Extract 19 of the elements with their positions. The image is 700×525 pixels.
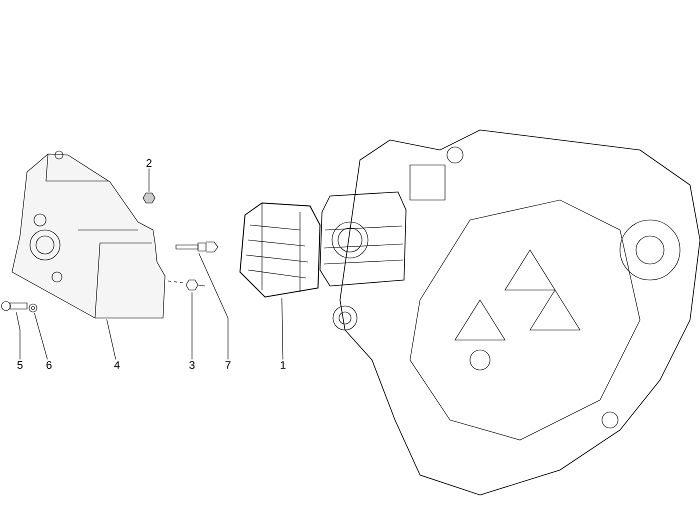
leader-line	[106, 319, 116, 360]
leader-line	[148, 168, 150, 192]
nut-drawing	[142, 192, 156, 204]
washer-drawing	[28, 304, 38, 312]
callout-number: 7	[226, 361, 231, 369]
leader-line	[16, 312, 20, 360]
callout-number: 6	[46, 361, 52, 369]
leader-line	[34, 312, 48, 360]
cover-drawing	[12, 150, 166, 318]
nut-drawing	[168, 280, 206, 290]
bolt-drawing	[1, 301, 28, 311]
callout-number: 1	[280, 361, 286, 369]
spark-plug-drawing	[176, 242, 218, 252]
leader-line	[198, 253, 228, 360]
callout-number: 5	[17, 361, 23, 369]
callout-number: 2	[146, 159, 152, 167]
callout-number: 3	[189, 361, 195, 369]
leader-line	[282, 298, 284, 360]
callout-number: 4	[114, 361, 120, 369]
